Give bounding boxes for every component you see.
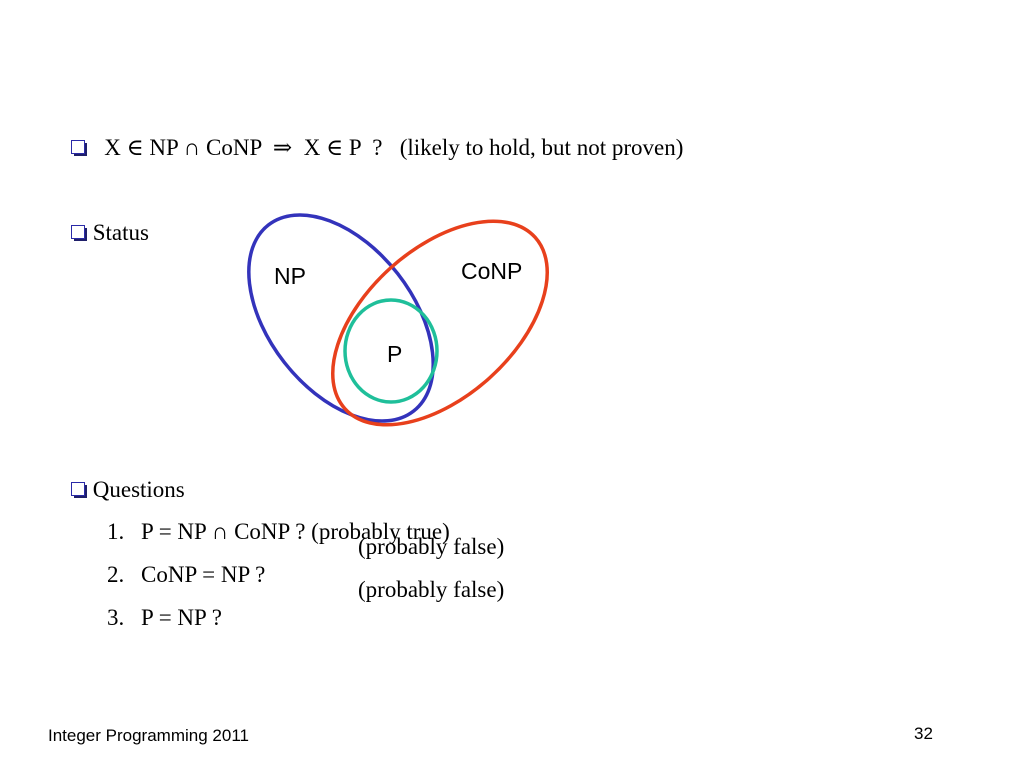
np-set-ellipse bbox=[247, 213, 435, 423]
status-heading: Status bbox=[92, 220, 149, 245]
bullet-questions: Questions bbox=[48, 448, 185, 532]
question-statement: P = NP ∩ CoNP ? (probably true) bbox=[141, 519, 450, 544]
footer-title: Integer Programming 2011 bbox=[48, 726, 249, 745]
conp-set-ellipse bbox=[331, 219, 549, 427]
bullet-status: Status bbox=[48, 191, 149, 275]
question-item: 2. CoNP = NP ? (probably false) bbox=[84, 533, 504, 617]
checkbox-bullet-icon bbox=[71, 225, 87, 241]
conp-label: CoNP bbox=[461, 258, 522, 284]
page-number: 32 bbox=[914, 724, 933, 743]
checkbox-bullet-icon bbox=[71, 482, 87, 498]
np-label: NP bbox=[274, 263, 306, 289]
question-number: 3. bbox=[107, 605, 125, 630]
question-statement: CoNP = NP ? bbox=[141, 562, 266, 587]
question-item: 3. P = NP ? (probably false) bbox=[84, 576, 504, 660]
question-note: (probably false) bbox=[358, 534, 505, 559]
p-label: P bbox=[387, 341, 402, 367]
question-statement: P = NP ? bbox=[141, 605, 222, 630]
question-number: 1. bbox=[107, 519, 125, 544]
p-set-ellipse bbox=[343, 298, 439, 404]
question-note: (probably false) bbox=[358, 577, 505, 602]
bullet-conjecture: X ∈ NP ∩ CoNP ⇒ X ∈ P ? (likely to hold,… bbox=[48, 106, 683, 190]
question-number: 2. bbox=[107, 562, 125, 587]
checkbox-bullet-icon bbox=[71, 140, 87, 156]
question-item: 1. P = NP ∩ CoNP ? (probably true) bbox=[84, 490, 450, 574]
questions-heading: Questions bbox=[92, 477, 185, 502]
conjecture-text: X ∈ NP ∩ CoNP ⇒ X ∈ P ? (likely to hold,… bbox=[104, 135, 684, 160]
